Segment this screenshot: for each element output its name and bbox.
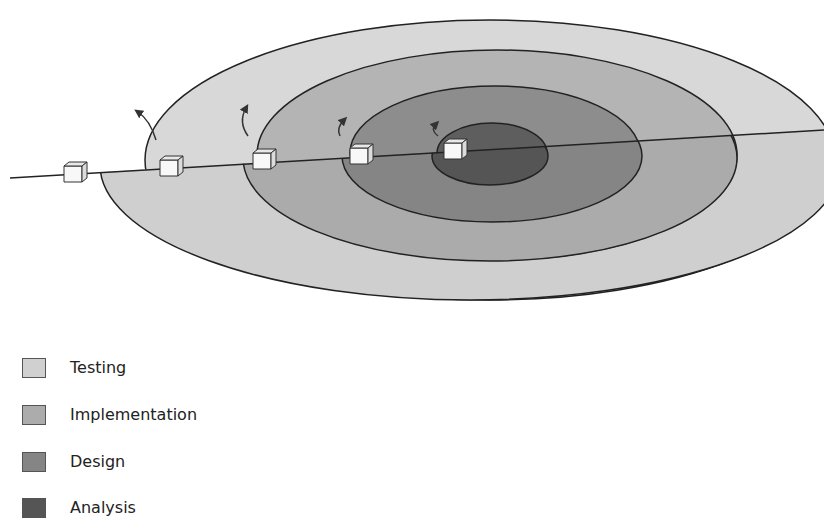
legend-text: Implementation — [70, 405, 197, 425]
legend-swatch — [22, 405, 46, 425]
axis-line — [10, 130, 824, 178]
implementation-ring — [243, 50, 737, 261]
testing-ring — [100, 20, 824, 300]
iteration-cubes — [64, 139, 467, 182]
analysis-ring — [432, 123, 548, 185]
legend-text: Design — [70, 452, 125, 472]
iteration-arrows — [138, 108, 438, 140]
legend-text: Analysis — [70, 498, 136, 518]
legend-swatch — [22, 452, 46, 472]
legend-swatch — [22, 358, 46, 378]
legend-swatch — [22, 498, 46, 518]
design-ring — [342, 86, 642, 222]
legend-text: Testing — [70, 358, 126, 378]
